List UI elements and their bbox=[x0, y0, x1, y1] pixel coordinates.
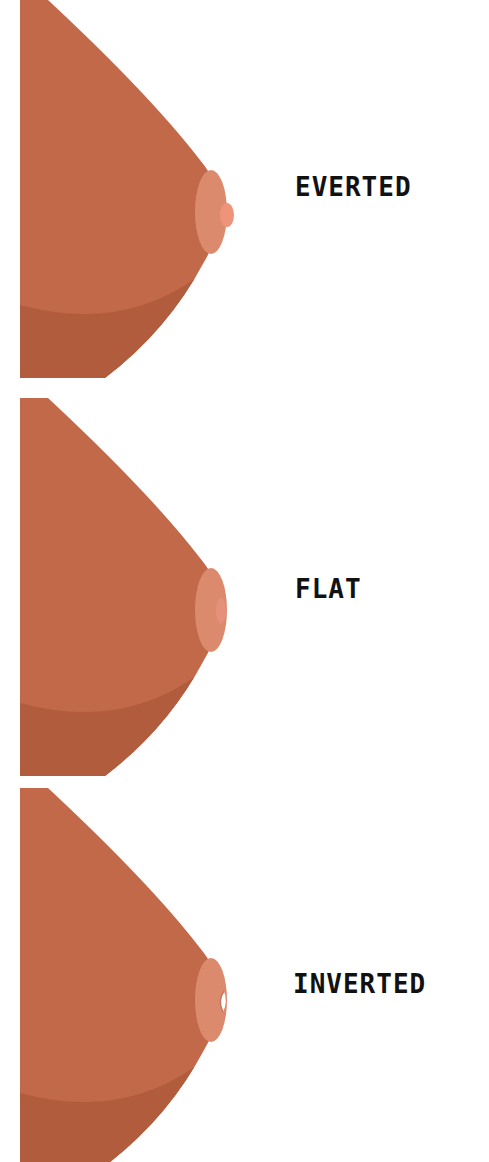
breast-shadow bbox=[20, 278, 260, 400]
nipple-inverted bbox=[195, 958, 227, 1042]
nipple-everted bbox=[195, 170, 234, 254]
type-label: FLAT bbox=[295, 574, 362, 605]
nipple-flat bbox=[195, 568, 227, 652]
breast-shadow bbox=[20, 676, 260, 800]
type-label: INVERTED bbox=[293, 969, 426, 1000]
breast-shadow bbox=[20, 1066, 260, 1162]
type-label: EVERTED bbox=[295, 172, 412, 203]
